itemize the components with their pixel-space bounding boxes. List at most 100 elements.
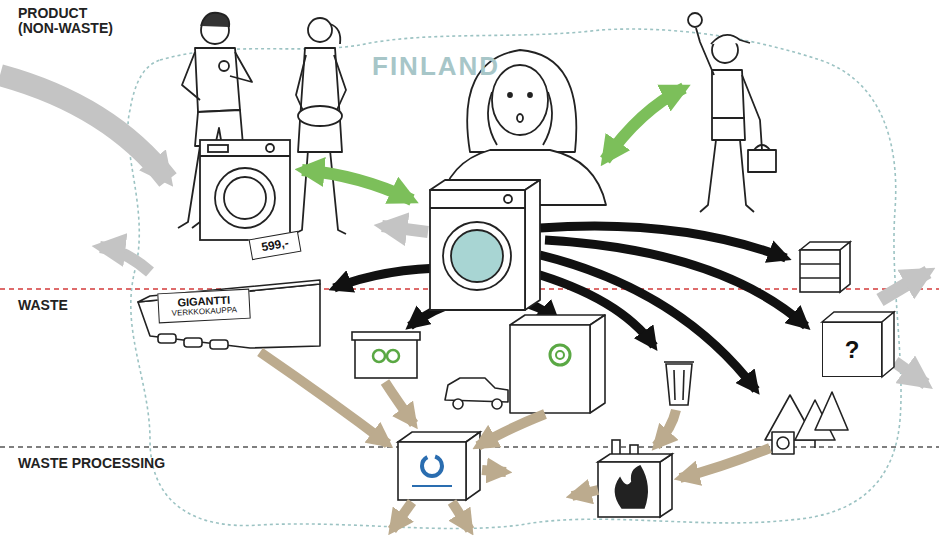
unknown-container — [822, 312, 894, 377]
price-tag: 599,- — [249, 231, 302, 260]
broken-washing-machine — [443, 222, 511, 290]
shop-washing-machine — [200, 155, 290, 157]
customer-woman — [294, 18, 346, 234]
customer-man — [201, 13, 229, 27]
store-sign: GIGANTTIVERKKOKAUPPA — [157, 289, 250, 324]
worried-woman — [488, 92, 497, 145]
green-arrow — [302, 170, 412, 200]
store-building — [210, 340, 228, 349]
processing-plant — [422, 456, 442, 476]
processing-plant — [398, 442, 466, 500]
brown-flow-arrow — [656, 410, 676, 446]
repairman — [711, 35, 750, 44]
car-and-container — [510, 325, 590, 413]
dresser — [800, 242, 850, 292]
gray-flow-arrow — [382, 226, 428, 232]
unknown-container-front: ? — [822, 322, 882, 377]
repairman — [688, 13, 776, 212]
processing-plant — [398, 432, 480, 500]
broken-washing-machine — [504, 195, 512, 203]
shop-washing-machine — [215, 168, 275, 228]
brown-flow-arrow — [680, 448, 770, 478]
incineration-plant — [615, 466, 647, 508]
worried-woman — [517, 114, 523, 122]
green-arrow — [605, 88, 684, 160]
broken-washing-machine — [525, 180, 540, 310]
brown-flow-arrow — [392, 502, 412, 530]
customer-woman — [330, 24, 340, 44]
node-text: ? — [845, 337, 860, 362]
brown-flow-arrow — [478, 414, 545, 446]
trash-can — [674, 370, 675, 400]
finland-border — [128, 29, 901, 528]
customer-woman — [294, 150, 308, 234]
zone-label: WASTE PROCESSING — [18, 456, 198, 471]
trash-can — [683, 370, 684, 400]
worried-woman — [543, 92, 552, 145]
dresser — [800, 277, 840, 279]
gray-flow-arrow — [895, 362, 926, 384]
dresser — [800, 263, 840, 265]
incineration-plant — [598, 440, 672, 517]
forest — [765, 392, 848, 454]
node-text: 599,- — [260, 237, 289, 254]
customer-woman — [334, 55, 346, 112]
unknown-container — [882, 312, 894, 377]
recycling-bin — [355, 338, 417, 378]
trash-can — [666, 364, 692, 405]
brown-flow-arrow — [260, 352, 388, 444]
gray-flow-arrow — [0, 75, 928, 384]
brown-flow-arrow — [260, 352, 770, 530]
store-building — [138, 280, 320, 349]
worried-woman — [508, 93, 512, 97]
recycling-bin — [352, 332, 420, 340]
broken-washing-machine — [430, 180, 540, 310]
forest — [815, 392, 848, 430]
repairman — [700, 140, 716, 212]
brown-flow-arrow — [572, 490, 598, 496]
brown-flow-arrow — [482, 470, 506, 472]
repairman — [754, 145, 770, 150]
car-and-container — [453, 399, 463, 409]
shop-washing-machine — [208, 145, 228, 152]
gray-flow-arrow — [0, 75, 168, 180]
incineration-plant — [660, 454, 672, 517]
gray-flow-arrow — [880, 272, 928, 300]
customer-woman — [298, 106, 342, 126]
broken-washing-machine — [430, 190, 525, 310]
shop-washing-machine — [200, 140, 290, 240]
car-and-container — [492, 399, 502, 409]
worried-woman — [492, 65, 548, 135]
repairman — [742, 75, 762, 150]
customer-man — [230, 52, 252, 82]
car-and-container — [550, 345, 570, 365]
repairman — [712, 117, 745, 119]
shop-washing-machine — [200, 140, 290, 240]
store-building — [138, 284, 320, 348]
recycling-bin — [373, 350, 385, 362]
customer-woman — [296, 55, 306, 115]
broken-washing-machine — [451, 230, 503, 282]
car-and-container — [445, 378, 508, 402]
customer-man — [219, 61, 229, 71]
black-arrow — [540, 226, 786, 258]
customer-man — [195, 48, 240, 112]
dresser — [800, 250, 840, 292]
trash-can — [664, 362, 694, 405]
processing-plant — [412, 485, 452, 487]
incineration-plant — [598, 454, 672, 462]
shop-washing-machine — [266, 144, 274, 152]
shop-washing-machine — [224, 177, 266, 219]
customer-woman — [330, 150, 346, 234]
repairman — [748, 150, 776, 172]
customer-woman — [308, 18, 332, 42]
dresser — [840, 242, 850, 292]
store-building — [158, 334, 176, 343]
repairman — [712, 70, 745, 140]
gray-flow-arrow — [100, 247, 150, 272]
repairman — [688, 13, 702, 27]
zone-label: PRODUCT (NON-WASTE) — [18, 6, 130, 37]
forest — [772, 432, 794, 454]
